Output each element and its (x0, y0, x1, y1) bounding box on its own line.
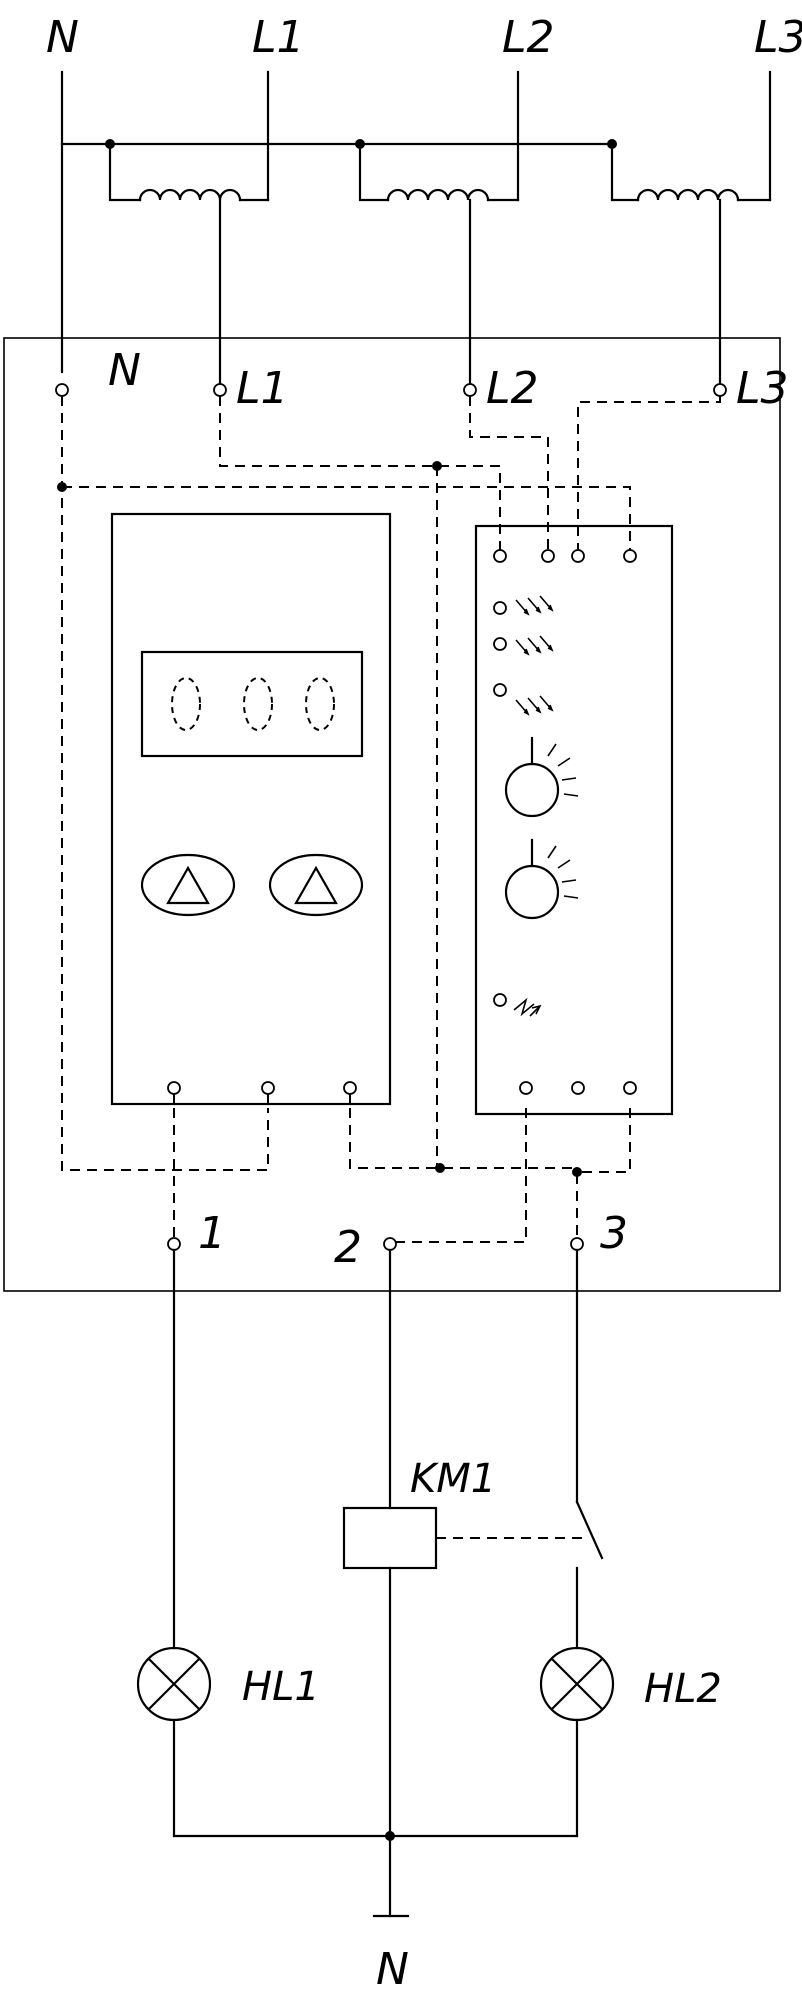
output-2-label: 2 (334, 1222, 362, 1273)
device-enclosure: N L1 L2 L3 (3, 337, 789, 1292)
digit-2 (243, 677, 273, 731)
output-terminal-1 (167, 1237, 181, 1251)
relay-terminal-out-2 (571, 1081, 585, 1095)
enclosure-border (3, 337, 781, 1292)
output-terminal-3 (570, 1237, 584, 1251)
relay-terminal-out-1 (519, 1081, 533, 1095)
terminal-l3 (713, 383, 727, 397)
contactor-coil-km1 (342, 1506, 438, 1570)
adjust-knob-1-icon (504, 736, 579, 818)
contactor-switch (575, 1500, 604, 1560)
status-led-icon (493, 993, 542, 1017)
terminal-n (55, 383, 69, 397)
supply-section: N L1 L2 L3 (46, 12, 802, 390)
hl1-label: HL1 (242, 1664, 320, 1710)
display-terminal-3 (343, 1081, 357, 1095)
supply-n-label: N (46, 12, 79, 63)
output-3-label: 3 (600, 1208, 628, 1259)
display-module (110, 512, 392, 1106)
relay-terminal-out-3 (623, 1081, 637, 1095)
display-terminal-2 (261, 1081, 275, 1095)
display-terminal-1 (167, 1081, 181, 1095)
led-indicator-1 (493, 595, 554, 616)
current-transformer-3 (610, 142, 772, 390)
supply-l1-label: L1 (252, 12, 305, 63)
up-button-left (140, 853, 236, 917)
relay-module-body (474, 524, 674, 1116)
led-indicator-3 (493, 683, 554, 716)
km1-label: KM1 (410, 1456, 496, 1502)
junction-dot (385, 1831, 395, 1841)
output-1-label: 1 (198, 1208, 226, 1259)
display-window (140, 650, 364, 758)
current-transformer-2 (358, 142, 520, 390)
load-n-label: N (376, 1944, 409, 1995)
up-button-right (268, 853, 364, 917)
adjust-knob-2-icon (504, 838, 579, 920)
load-section: KM1 HL1 HL2 N (136, 1248, 722, 1995)
led-indicator-2 (493, 635, 554, 656)
relay-terminal-in-2 (541, 549, 555, 563)
supply-l2-label: L2 (502, 12, 555, 63)
device-l3-label: L3 (736, 363, 789, 414)
internal-wiring (57, 396, 721, 1243)
terminal-l1 (213, 383, 227, 397)
relay-module (474, 524, 674, 1116)
hl2-label: HL2 (644, 1666, 722, 1712)
relay-terminal-in-4 (623, 549, 637, 563)
supply-l3-label: L3 (754, 12, 802, 63)
digit-1 (171, 677, 201, 731)
relay-terminal-in-1 (493, 549, 507, 563)
lamp-hl2-icon (539, 1646, 615, 1722)
lamp-hl1-icon (136, 1646, 212, 1722)
terminal-l2 (463, 383, 477, 397)
display-module-body (110, 512, 392, 1106)
relay-terminal-in-3 (571, 549, 585, 563)
device-l1-label: L1 (236, 363, 289, 414)
output-terminal-2 (383, 1237, 397, 1251)
current-transformer-1 (108, 142, 270, 390)
digit-3 (305, 677, 335, 731)
device-n-label: N (108, 345, 141, 396)
device-l2-label: L2 (486, 363, 539, 414)
